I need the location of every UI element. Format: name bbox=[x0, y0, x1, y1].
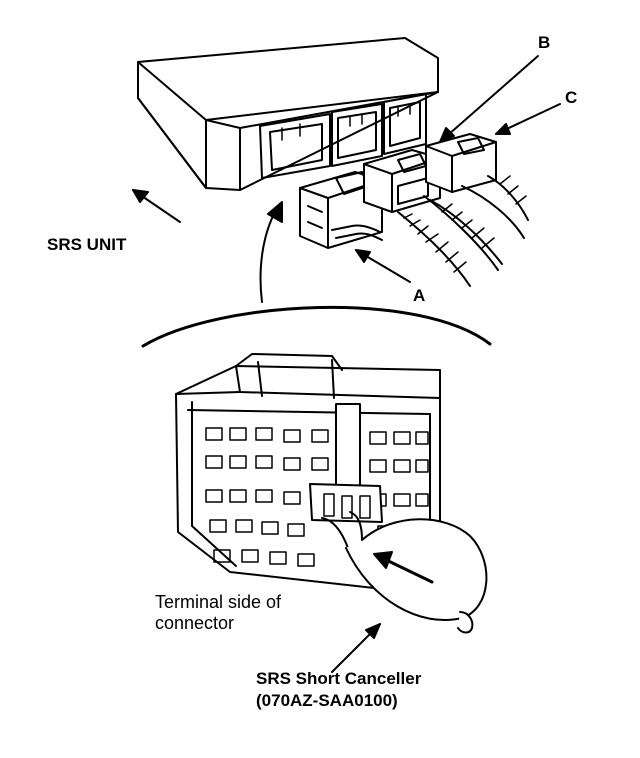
curved-arrow bbox=[259, 201, 283, 303]
label-terminal-connector: connector bbox=[155, 613, 235, 633]
detail-arc bbox=[141, 305, 492, 348]
short-canceller-tool bbox=[321, 511, 488, 634]
label-terminal-side: Terminal side of bbox=[155, 592, 282, 612]
label-connector-b: B bbox=[538, 33, 551, 52]
label-canceller-name: SRS Short Canceller bbox=[256, 669, 422, 688]
srs-unit-box bbox=[137, 37, 439, 191]
connector-c bbox=[425, 133, 497, 193]
label-connector-a: A bbox=[413, 286, 426, 305]
connector-a bbox=[299, 171, 383, 249]
label-srs-unit: SRS UNIT bbox=[47, 235, 127, 254]
canceller-leader bbox=[331, 623, 381, 673]
leader-lines-top bbox=[132, 55, 561, 283]
label-canceller-part-number: (070AZ-SAA0100) bbox=[256, 691, 398, 710]
wire-harness bbox=[397, 175, 529, 287]
label-connector-c: C bbox=[565, 88, 578, 107]
